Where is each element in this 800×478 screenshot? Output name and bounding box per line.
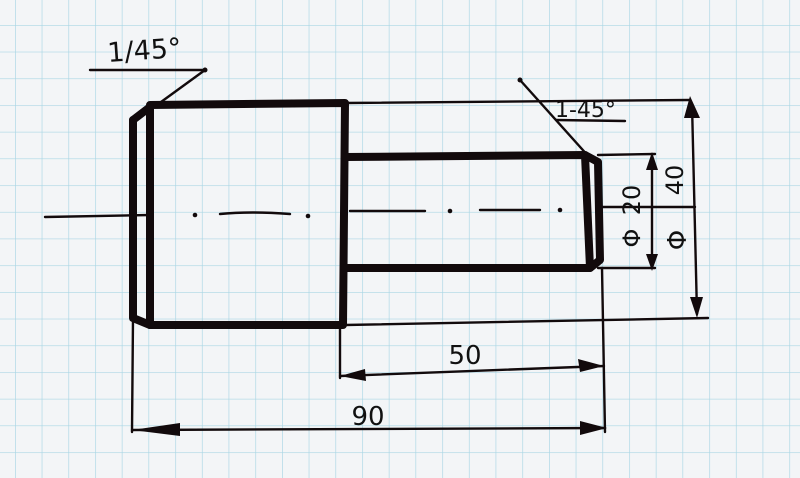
chamfer-left-label: 1/45° xyxy=(106,33,182,69)
dimension-diameter-40-value: 40 xyxy=(661,165,689,196)
small-section-outline xyxy=(341,151,604,272)
dimension-length-50 xyxy=(338,359,606,381)
dimension-diameter-40-symbol: Φ xyxy=(663,230,693,250)
chamfer-left-leader xyxy=(88,67,208,112)
dimension-diameter-20-symbol: Φ xyxy=(618,229,646,248)
chamfer-right-leader xyxy=(517,77,627,160)
dimension-diameter-20 xyxy=(646,152,658,271)
dimension-length-50-value: 50 xyxy=(448,341,481,371)
dimension-diameter-40 xyxy=(684,96,703,318)
extension-lines xyxy=(130,98,710,434)
dimension-length-90-value: 90 xyxy=(351,402,384,432)
dimension-length-90 xyxy=(130,421,607,436)
dimension-diameter-20-value: 20 xyxy=(618,185,646,216)
center-line xyxy=(43,207,563,219)
